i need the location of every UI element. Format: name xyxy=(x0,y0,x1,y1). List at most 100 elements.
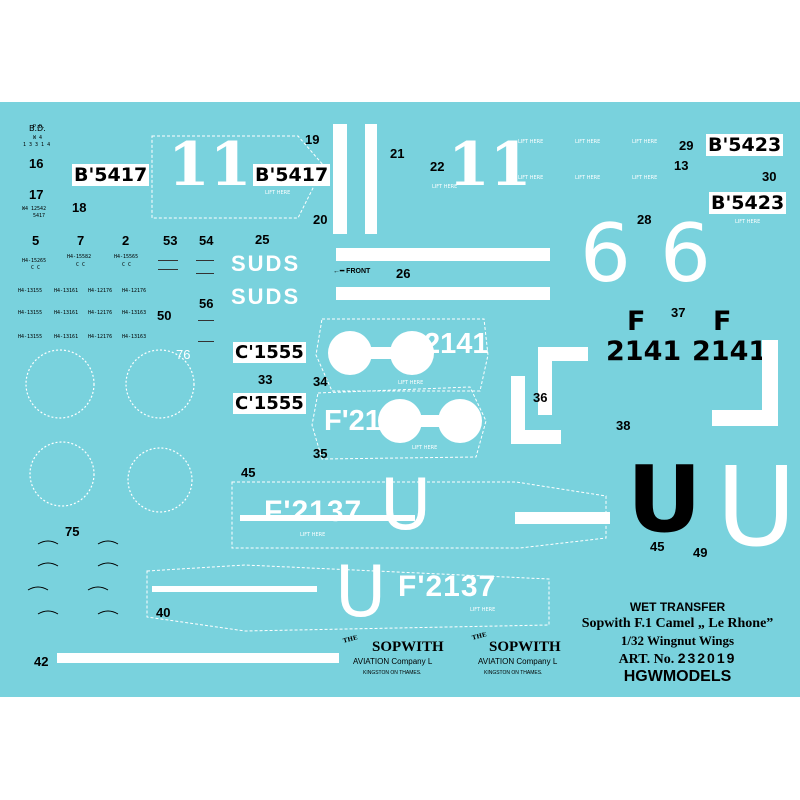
marking-suds-top: SUDS xyxy=(231,251,301,276)
title-brand: HGWMODELS xyxy=(623,668,732,685)
label-54: 54 xyxy=(199,233,214,248)
title-art-number: 232019 xyxy=(677,650,737,666)
label-18: 18 xyxy=(72,200,87,215)
label-37: 37 xyxy=(671,305,686,320)
stencil-h4-12176-a: H4-12176 xyxy=(88,288,113,294)
front-arrow: ←━ FRONT xyxy=(333,268,371,275)
serial-b5423-top: B'5423 xyxy=(706,134,784,156)
stencil-h4-13163-a: H4-13163 xyxy=(122,310,147,316)
lift-here-a: LIFT HERE xyxy=(518,139,544,145)
serial-c1555-bottom: C'1555 xyxy=(233,393,306,414)
label-29: 29 xyxy=(679,138,694,153)
serial-b5417-right: B'5417 xyxy=(253,164,331,186)
w4-12542-stencil: W4 12542 xyxy=(22,206,47,212)
label-20: 20 xyxy=(313,212,328,227)
fuselage-panel-40 xyxy=(146,564,550,632)
title-scale: 1/32 Wingnut Wings xyxy=(620,633,735,648)
stencil-h4-13161-b: H4-13161 xyxy=(54,310,79,316)
stencil-h4-13155-b: H4-13155 xyxy=(18,310,43,316)
fuselage-panel-34 xyxy=(315,318,489,392)
label-53: 53 xyxy=(163,233,178,248)
stencil-54-block xyxy=(196,260,214,274)
lift-here-e: LIFT HERE xyxy=(575,175,601,181)
stencil-h4-13161-a: H4-13161 xyxy=(54,288,79,294)
marking-u-white: U xyxy=(716,443,797,571)
lift-here-22: LIFT HERE xyxy=(432,184,458,190)
stripe-45-long xyxy=(240,515,415,521)
label-35: 35 xyxy=(313,446,328,461)
marking-eleven-left: 11 xyxy=(168,130,252,200)
label-17: 17 xyxy=(29,187,44,202)
logo-b-aviation: AVIATION Company L xyxy=(478,657,558,666)
stencil-h4-15582: H4-15582 xyxy=(67,254,92,260)
stripe-21-b xyxy=(365,124,377,234)
marking-u-bottom: U xyxy=(335,551,387,633)
logo-b-kingston: KINGSTON ON THAMES. xyxy=(484,670,543,676)
lift-here-f: LIFT HERE xyxy=(632,175,658,181)
marking-u-black: U xyxy=(627,446,702,553)
label-45b: 45 xyxy=(650,539,665,554)
label-56: 56 xyxy=(199,296,214,311)
stencil-h4-13155-c: H4-13155 xyxy=(18,334,43,340)
serial-b5417-left: B'5417 xyxy=(72,164,150,186)
stripe-40-long xyxy=(152,586,317,592)
lift-here-35: LIFT HERE xyxy=(412,445,438,451)
5417-stencil: 5417 xyxy=(33,213,46,219)
marking-f-a: F xyxy=(627,306,646,337)
stencil-h4-13163-b: H4-13163 xyxy=(122,334,147,340)
label-33: 33 xyxy=(258,372,273,387)
label-75: 75 xyxy=(65,524,80,539)
title-art-no: ART. No. 232019 xyxy=(560,650,795,668)
stripe-26-b xyxy=(336,287,550,300)
label-34: 34 xyxy=(313,374,328,389)
logo-a-kingston: KINGSTON ON THAMES. xyxy=(363,670,422,676)
label-28: 28 xyxy=(637,212,652,227)
w4-stencil: W 4 xyxy=(33,135,43,141)
stencil-h4-15265: H4-15265 xyxy=(22,258,47,264)
stencil-h4-12176-c: H4-12176 xyxy=(88,310,113,316)
label-36: 36 xyxy=(533,390,548,405)
stripe-45-short xyxy=(515,512,610,524)
marking-f2137-top: F'2137 xyxy=(264,495,363,528)
roundel-rings-76 xyxy=(25,349,195,513)
lift-here-d: LIFT HERE xyxy=(518,175,544,181)
bracket-36-a-vert xyxy=(538,347,552,415)
w4-number-stencil: 1 3 3 1 4 xyxy=(23,142,51,148)
marking-2141-white: 2141 xyxy=(424,328,489,360)
label-49: 49 xyxy=(693,545,708,560)
label-19: 19 xyxy=(305,132,320,147)
label-7: 7 xyxy=(77,233,85,248)
stencil-h4-13161-c: H4-13161 xyxy=(54,334,79,340)
bracket-38-horiz xyxy=(712,410,778,426)
stencil-h4-12176-d: H4-12176 xyxy=(88,334,113,340)
decal-sheet: P.D. B.D. W 4 1 3 3 1 4 16 17 18 W4 1254… xyxy=(0,102,800,697)
stripe-21-a xyxy=(333,124,347,234)
lift-here-b: LIFT HERE xyxy=(575,139,601,145)
lift-here-19: LIFT HERE xyxy=(265,190,291,196)
marking-f-b: F xyxy=(713,306,732,337)
lift-here-c: LIFT HERE xyxy=(632,139,658,145)
label-22: 22 xyxy=(430,159,445,174)
label-16: 16 xyxy=(29,156,44,171)
fuselage-panel-35 xyxy=(311,386,487,460)
fuselage-panel-19 xyxy=(151,135,325,219)
logo-a-sopwith: SOPWITH xyxy=(372,639,444,655)
marking-f2137-bottom: F'2137 xyxy=(398,570,497,603)
pd-stencil: P.D. xyxy=(33,124,46,130)
stencil-h4-15565: H4-15565 xyxy=(114,254,139,260)
lift-here-40: LIFT HERE xyxy=(470,607,496,613)
label-38: 38 xyxy=(616,418,631,433)
lift-here-34: LIFT HERE xyxy=(398,380,424,386)
stencil-cc-5: C C xyxy=(31,265,41,271)
label-42: 42 xyxy=(34,654,49,669)
lift-here-28: LIFT HERE xyxy=(735,219,761,225)
label-45a: 45 xyxy=(241,465,256,480)
stencil-h4-13155-a: H4-13155 xyxy=(18,288,43,294)
label-13: 13 xyxy=(674,158,689,173)
title-block: WET TRANSFER Sopwith F.1 Camel „ Le Rhon… xyxy=(560,600,795,686)
stencil-cc-2: C C xyxy=(122,262,132,268)
marking-f214-white: F'214 xyxy=(324,405,397,437)
serial-c1555-top: C'1555 xyxy=(233,342,306,363)
marking-suds-bottom: SUDS xyxy=(231,284,301,309)
logo-a-aviation: AVIATION Company L xyxy=(353,657,433,666)
